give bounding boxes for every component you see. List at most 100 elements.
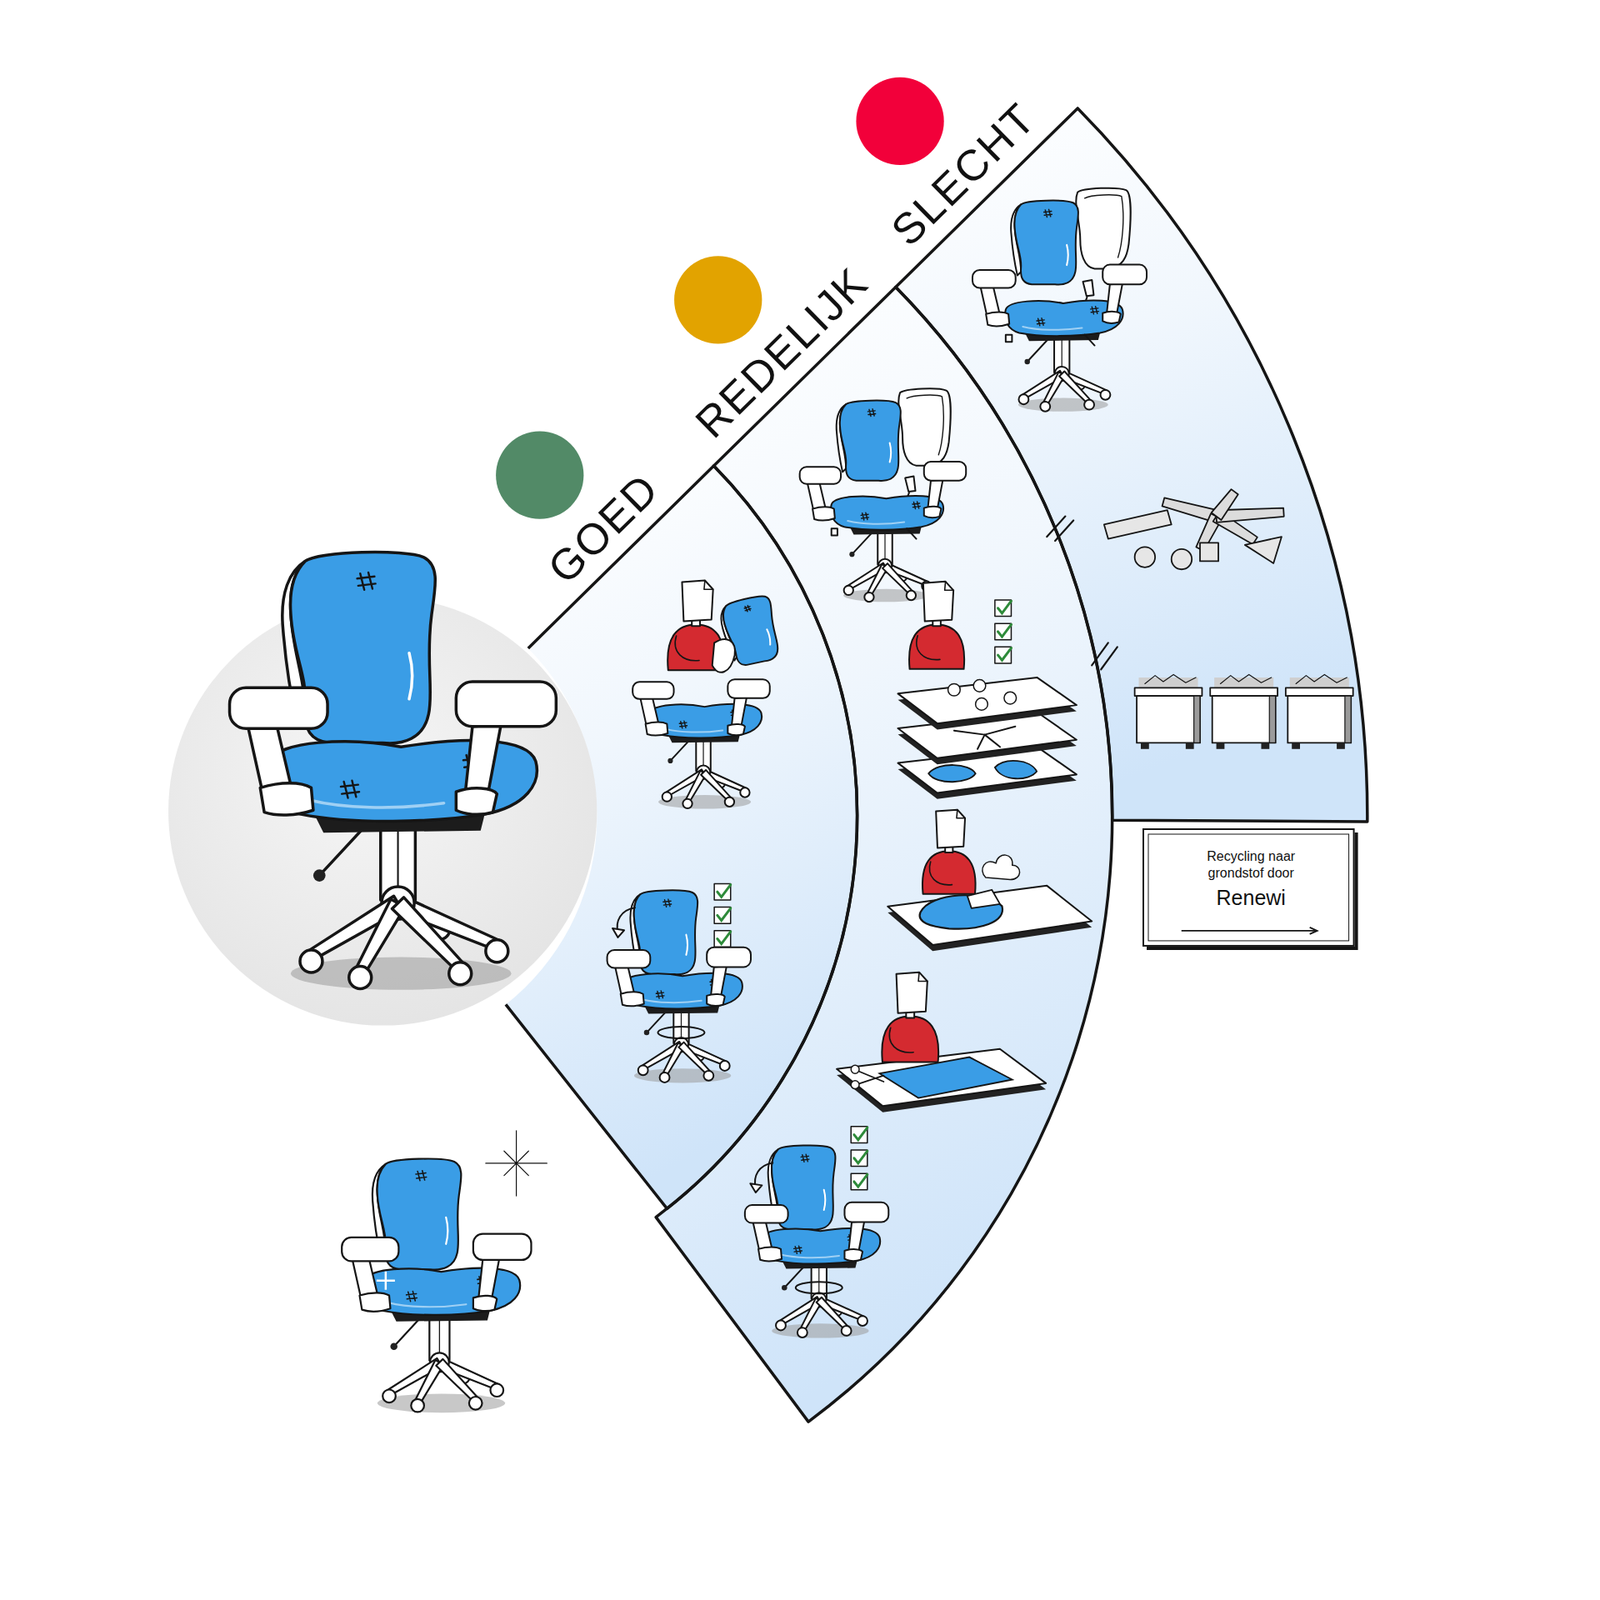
base-hub <box>430 1352 450 1372</box>
check-mark <box>854 1150 868 1164</box>
chair-wheel <box>1084 400 1095 410</box>
base-hub <box>696 765 710 780</box>
gas-lift-line <box>439 1318 440 1357</box>
backrest-edge <box>1010 204 1021 275</box>
bin-foot <box>1140 742 1150 749</box>
gas-lift-line <box>397 826 400 894</box>
backrest <box>1014 200 1078 285</box>
seat-highlight <box>780 1254 840 1258</box>
chair-wheel <box>740 787 750 797</box>
status-dot <box>495 431 584 520</box>
sparkle <box>485 1130 547 1196</box>
backrest <box>720 594 782 669</box>
lever-knob <box>849 551 855 557</box>
worker-figure <box>909 581 965 670</box>
broken-leg <box>1215 508 1285 523</box>
seat-cushion <box>762 1228 881 1265</box>
scissors-ring <box>850 1065 860 1074</box>
armrest-foot <box>812 506 835 520</box>
chair-leg <box>883 562 927 585</box>
armrest-foot <box>645 721 669 735</box>
check-box <box>714 883 731 900</box>
chair-wheel <box>1075 380 1085 390</box>
gas-lift-line <box>884 533 885 561</box>
chair-wheel <box>485 940 509 963</box>
chair-leg <box>800 1298 822 1331</box>
check-mark <box>998 624 1012 637</box>
bin-side <box>1269 695 1275 743</box>
bin-scrap <box>1145 674 1196 684</box>
chair-leg <box>817 1296 864 1321</box>
worker-arm <box>929 861 952 885</box>
broken-leg <box>1162 497 1219 522</box>
chair-wheel <box>703 1070 714 1081</box>
band-border <box>505 465 858 1209</box>
chair-base <box>662 736 750 809</box>
gas-lift <box>1054 336 1070 373</box>
back-shell <box>1075 188 1130 270</box>
wear-mark <box>477 1275 489 1286</box>
armrest-foot <box>924 506 942 518</box>
check-box <box>850 1173 868 1190</box>
back-shell <box>898 388 950 465</box>
armrest-right <box>924 461 966 518</box>
chair-wheel <box>797 1327 808 1338</box>
wear-mark <box>794 1245 803 1254</box>
seat-cushion-part <box>920 895 1003 929</box>
chair-base <box>1018 336 1110 412</box>
wear-mark <box>867 409 875 417</box>
wear-mark <box>406 1291 418 1302</box>
gas-lift <box>811 1262 827 1299</box>
seat-frame <box>643 1001 721 1014</box>
height-lever <box>784 1262 808 1288</box>
chair-leg <box>641 1041 683 1070</box>
chair-shadow <box>843 589 930 602</box>
chair-leg <box>437 1358 465 1377</box>
wear-mark <box>663 899 672 907</box>
seat-highlight <box>665 729 723 733</box>
lever-knob <box>644 1030 650 1035</box>
wear-mark <box>744 605 752 612</box>
chair-wheel <box>662 791 672 801</box>
chair-base <box>638 1007 730 1083</box>
height-lever <box>1027 336 1051 362</box>
chair-leg <box>780 1296 821 1325</box>
backrest <box>634 890 698 975</box>
band-fill <box>505 465 858 1209</box>
chair-back <box>282 552 436 744</box>
seat-cushion <box>365 1268 521 1315</box>
wear-mark <box>655 990 665 999</box>
wear-mark <box>710 979 719 987</box>
armrest-foot <box>1102 311 1121 324</box>
armrest-strut <box>753 1220 774 1255</box>
chair-wheel <box>841 1325 852 1336</box>
armrest-foot <box>985 311 1010 326</box>
gas-lift <box>380 818 416 900</box>
seat-frame <box>389 1305 491 1321</box>
broken-leg <box>1211 489 1239 520</box>
work-plate <box>836 1049 1046 1107</box>
seat-frame <box>310 805 487 833</box>
armrest-foot <box>844 1249 863 1261</box>
chair-figure <box>230 552 557 990</box>
chair-back <box>768 1145 836 1230</box>
broken-cylinder <box>1104 510 1172 539</box>
check-box <box>850 1150 868 1167</box>
chair-leg <box>701 769 745 792</box>
work-plate <box>898 746 1077 793</box>
height-lever <box>670 736 693 761</box>
seat-frame <box>666 731 740 743</box>
paper-head <box>896 972 928 1014</box>
work-plate-edge <box>887 891 1092 951</box>
bin-rim <box>1135 687 1203 696</box>
chair-shadow <box>771 1323 869 1338</box>
armrest-strut <box>615 965 635 1000</box>
check-mark <box>717 908 731 921</box>
chair-leg <box>685 770 707 803</box>
armrest-foot <box>758 1246 782 1261</box>
gas-lift <box>673 1007 689 1044</box>
chair-wheel <box>775 1320 786 1331</box>
illustration-layer <box>168 77 1368 1422</box>
back-part <box>995 760 1037 779</box>
